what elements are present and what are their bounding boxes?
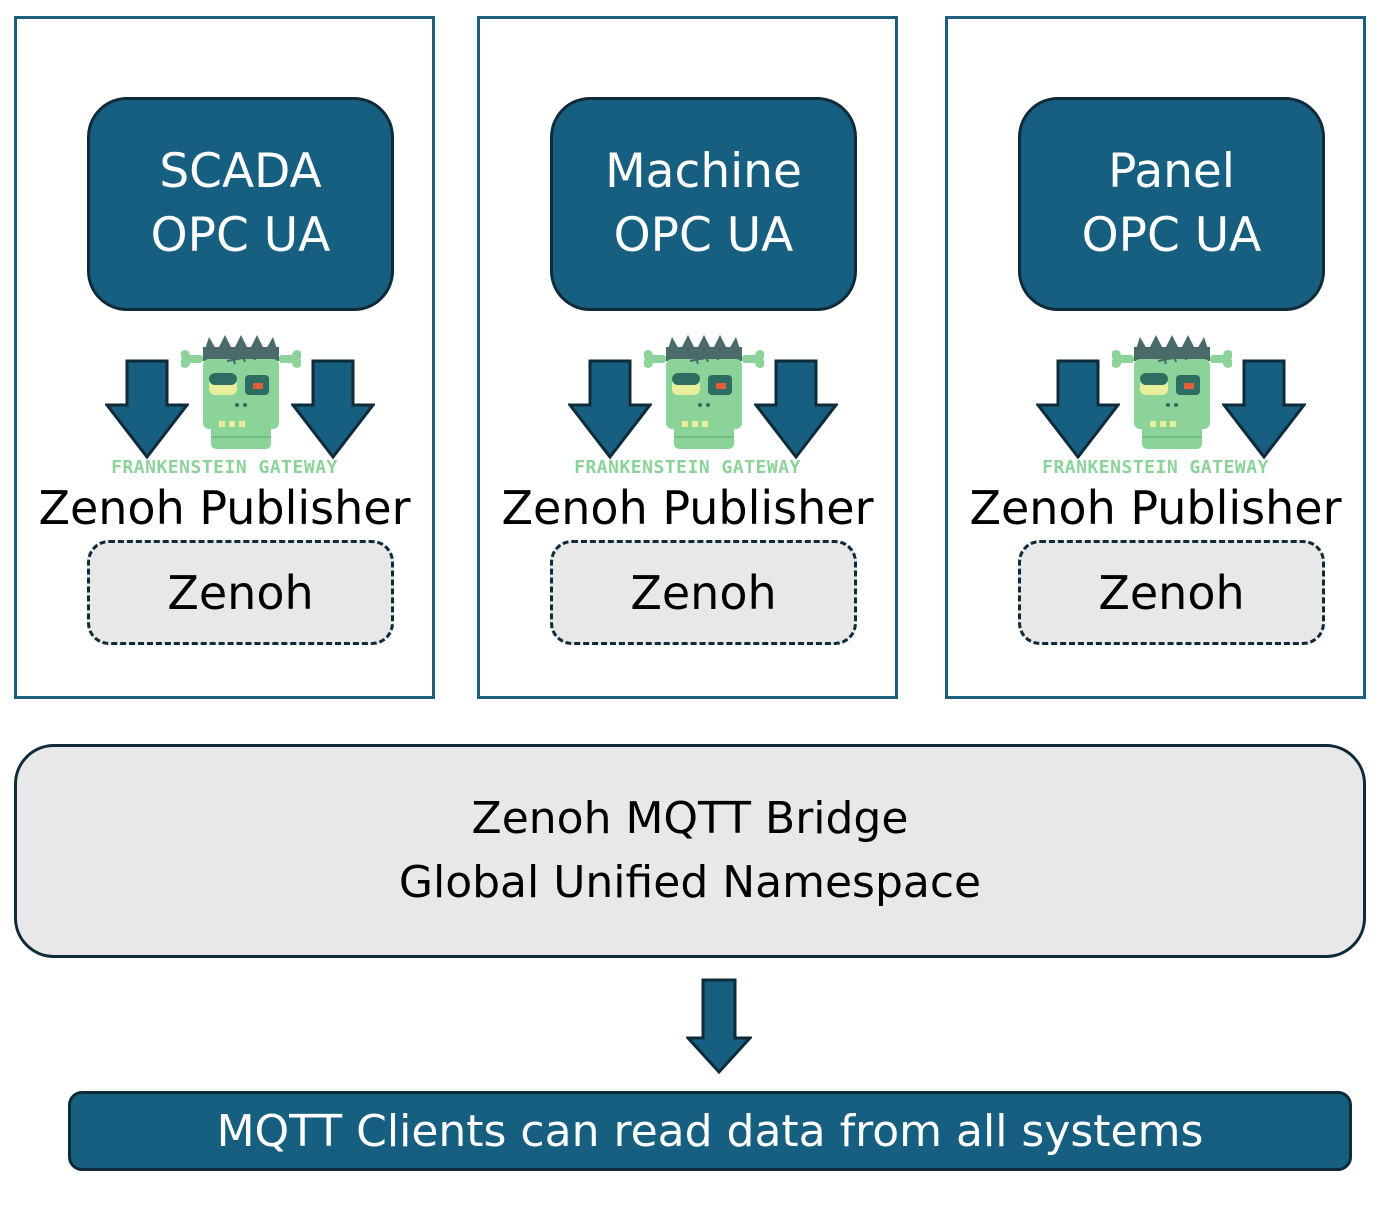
down-arrow-icon bbox=[105, 359, 189, 459]
server-protocol: OPC UA bbox=[1081, 208, 1262, 263]
frankenstein-head-icon bbox=[181, 334, 301, 450]
gateway-caption: FRANKENSTEIN GATEWAY bbox=[1042, 457, 1269, 478]
publisher-label: Zenoh Publisher bbox=[501, 481, 874, 535]
zenoh-node: Zenoh bbox=[87, 540, 394, 645]
frankenstein-head-icon bbox=[644, 334, 764, 450]
system-column-scada: SCADA OPC UA FRANKENSTEIN GATEWAY Zenoh … bbox=[14, 16, 435, 699]
gateway-caption: FRANKENSTEIN GATEWAY bbox=[574, 457, 801, 478]
bridge-subtitle: Global Unified Namespace bbox=[398, 857, 982, 908]
frankenstein-head-icon bbox=[1112, 334, 1232, 450]
system-column-panel: Panel OPC UA FRANKENSTEIN GATEWAY Zenoh … bbox=[945, 16, 1366, 699]
opcua-server-box: Panel OPC UA bbox=[1018, 97, 1325, 311]
mqtt-clients-box: MQTT Clients can read data from all syst… bbox=[68, 1091, 1352, 1171]
server-protocol: OPC UA bbox=[150, 208, 331, 263]
mqtt-bridge-box: Zenoh MQTT Bridge Global Unified Namespa… bbox=[14, 744, 1366, 958]
server-name: Machine bbox=[605, 144, 802, 199]
server-name: SCADA bbox=[159, 144, 322, 199]
system-column-machine: Machine OPC UA FRANKENSTEIN GATEWAY Zeno… bbox=[477, 16, 898, 699]
zenoh-node: Zenoh bbox=[550, 540, 857, 645]
down-arrow-icon bbox=[1222, 359, 1306, 459]
opcua-server-box: SCADA OPC UA bbox=[87, 97, 394, 311]
down-arrow-icon bbox=[686, 978, 752, 1074]
publisher-label: Zenoh Publisher bbox=[969, 481, 1342, 535]
down-arrow-icon bbox=[291, 359, 375, 459]
publisher-label: Zenoh Publisher bbox=[38, 481, 411, 535]
bridge-title: Zenoh MQTT Bridge bbox=[471, 793, 909, 844]
down-arrow-icon bbox=[1036, 359, 1120, 459]
gateway-caption: FRANKENSTEIN GATEWAY bbox=[111, 457, 338, 478]
down-arrow-icon bbox=[754, 359, 838, 459]
zenoh-node: Zenoh bbox=[1018, 540, 1325, 645]
opcua-server-box: Machine OPC UA bbox=[550, 97, 857, 311]
server-protocol: OPC UA bbox=[613, 208, 794, 263]
down-arrow-icon bbox=[568, 359, 652, 459]
server-name: Panel bbox=[1108, 144, 1235, 199]
